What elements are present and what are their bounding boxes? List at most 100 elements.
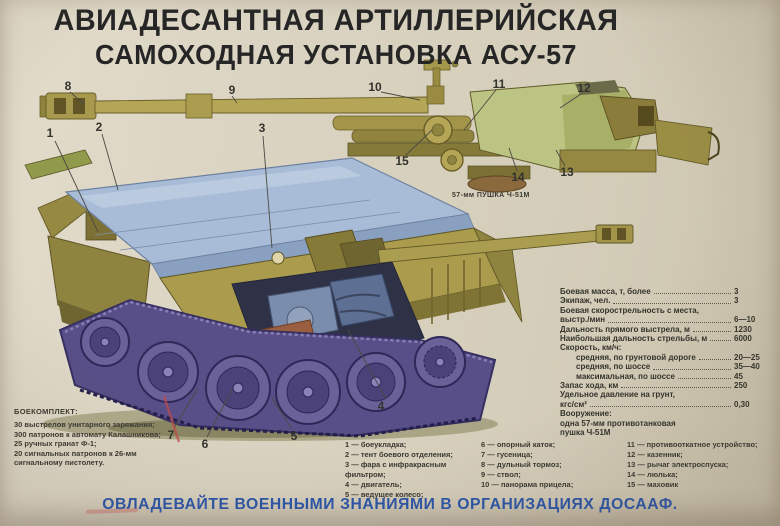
drive-sprocket [414,336,466,388]
legend-item: 13 — рычаг электроспуска; [627,460,729,469]
legend-item: 6 — опорный каток; [481,440,556,449]
handwheel-hub [447,155,457,165]
vehicle-illustration [24,149,634,441]
gearbox [329,273,395,327]
ammo-line: сигнальному пистолету. [14,458,105,468]
ammo-line: 300 патронов к автомату Калашникова; [14,429,161,439]
legend-item: 11 — противооткатное устройство; [627,440,758,449]
muzzle-slot [617,228,626,240]
callout-8: 8 [64,79,72,93]
table-row: одна 57-мм противотанковая [560,418,676,428]
callout-7: 7 [167,428,175,442]
stowed-roll [24,149,93,180]
callout-5: 5 [290,429,298,443]
callout-15: 15 [395,154,409,168]
muzzle-slot [73,98,85,114]
legend-item: 9 — ствол; [481,470,521,479]
vehicle-muzzle-brake [595,224,634,244]
recuperator-cylinder [351,129,475,143]
ammo-block: БОЕКОМПЛЕКТ: 30 выстрелов унитарного зар… [14,407,190,467]
legend-item: 2 — тент боевого отделения; [345,450,453,459]
poster-title: АВИАДЕСАНТНАЯ АРТИЛЛЕРИЙСКАЯ САМОХОДНАЯ … [0,4,672,71]
callout-10: 10 [368,80,382,94]
callout-13: 13 [560,165,574,179]
legend-column-1: 1 — боеукладка; 2 — тент боевого отделен… [345,440,481,500]
gun-bogie [467,175,527,193]
table-row: Боевая скорострельность с места, [560,305,699,315]
table-row: Удельное давление на грунт, [560,390,676,400]
legend-item: 4 — двигатель; [345,480,402,489]
legend-item: 14 — люлька; [627,470,678,479]
legend-column-3: 11 — противооткатное устройство; 12 — ка… [627,440,779,490]
callout-6: 6 [201,437,209,451]
callout-1: 1 [46,126,54,140]
ammo-line: 25 ручных гранат Ф-1; [14,439,97,449]
tarp-seams [94,199,401,251]
ammo-line: 30 выстрелов унитарного заряжания; [14,420,155,430]
title-line-2: САМОХОДНАЯ УСТАНОВКА АСУ-57 [95,39,577,70]
table-row: пушка Ч-51М [560,428,611,438]
road-wheel [346,352,406,412]
legend-item: 8 — дульный тормоз; [481,460,562,469]
callout-11: 11 [492,77,506,91]
legend-column-2: 6 — опорный каток; 7 — гусеница; 8 — дул… [481,440,627,490]
bottom-slogan: ОВЛАДЕВАЙТЕ ВОЕННЫМИ ЗНАНИЯМИ В ОРГАНИЗА… [102,496,678,513]
legend-item: 10 — панорама прицела; [481,480,574,489]
table-row: Экипаж, чел.3 [560,296,739,306]
gun-illustration [39,59,720,193]
gun-diagram-caption: 57-мм ПУШКА Ч-51М [452,192,530,199]
title-line-1: АВИАДЕСАНТНАЯ АРТИЛЛЕРИЙСКАЯ [53,4,619,37]
ir-headlight [271,251,285,265]
gun-barrel [94,96,429,114]
road-wheel [275,359,341,425]
mount-box [559,149,657,173]
callout-3: 3 [258,121,266,135]
table-row: Скорость, км/ч: [560,343,622,353]
callout-4: 4 [377,399,385,413]
breech-opening [638,106,654,126]
panorama-base [426,85,445,105]
engine-louvres [431,258,481,324]
callout-9: 9 [228,83,236,97]
road-wheel [205,355,271,421]
legend-item: 15 — маховик [627,480,679,489]
table-row: Вооружение: [560,409,612,419]
callout-12: 12 [577,81,591,95]
legend-item: 5 — ведущее колесо; [345,490,424,499]
barrel-collar [185,93,213,119]
trail-hook [707,131,720,161]
track-teeth-bottom [79,388,479,438]
muzzle-slot [602,228,611,240]
engine-pipes [335,293,387,317]
road-wheel [137,341,199,403]
callout-leader-lines [54,89,582,438]
panorama-knob [451,60,459,68]
sight-housing [575,80,620,95]
tarp-highlight [80,166,362,208]
ammo-header: БОЕКОМПЛЕКТ: [14,407,78,416]
legend-item: 7 — гусеница; [481,450,533,459]
legend-item: 3 — фара с инфракрасным фильтром; [345,460,447,479]
callout-14: 14 [511,170,525,184]
muzzle-slot [54,98,66,114]
running-gear [80,317,466,425]
gun-trail [654,119,713,166]
callout-2: 2 [95,120,103,134]
gun-muzzle-brake [45,92,97,120]
legend-item: 1 — боеукладка; [345,440,407,449]
legend-item: 12 — казенник; [627,450,683,459]
handwheel-hub [431,123,445,137]
idler-wheel [80,317,130,367]
red-scratch-artifact [162,395,181,443]
